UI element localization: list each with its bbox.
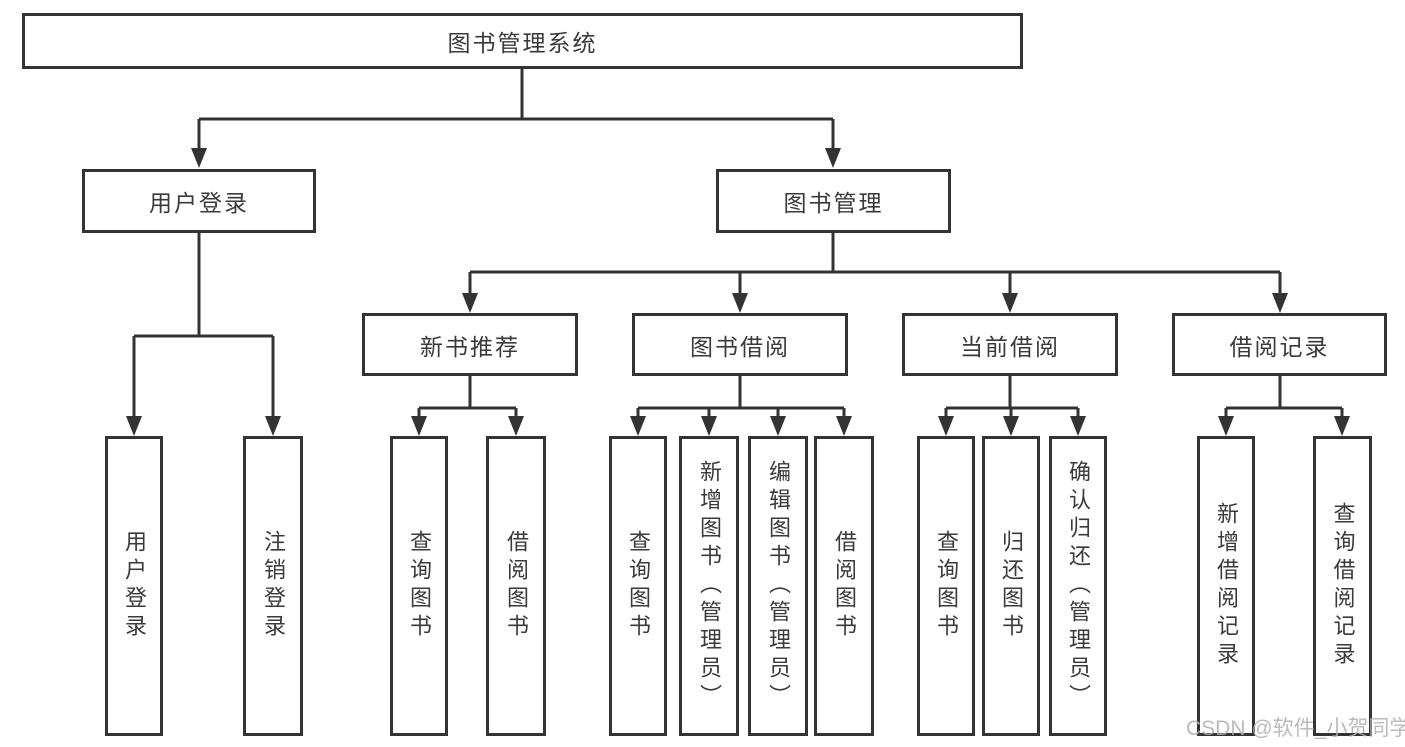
- leaf-add-books-admin: 新增图书（管理员）: [679, 436, 739, 736]
- node-label: 图书借阅: [690, 333, 790, 360]
- node-new-book-recommend: 新书推荐: [362, 313, 578, 376]
- node-label: 归还图书: [999, 530, 1024, 642]
- node-label: 借阅图书: [504, 530, 529, 642]
- node-label: 当前借阅: [960, 333, 1060, 360]
- csdn-watermark: CSDN @软件_小贺同学: [1186, 717, 1405, 740]
- leaf-borrow-books-recommend: 借阅图书: [486, 436, 546, 736]
- leaf-logout: 注销登录: [243, 436, 303, 736]
- node-label: 确认归还（管理员）: [1066, 460, 1091, 712]
- node-label: 图书管理: [783, 190, 884, 216]
- node-book-management: 图书管理: [716, 169, 951, 233]
- node-user-login: 用户登录: [82, 169, 316, 233]
- leaf-query-books-recommend: 查询图书: [390, 436, 448, 736]
- node-book-borrow: 图书借阅: [632, 313, 848, 376]
- leaf-query-borrow-record: 查询借阅记录: [1313, 436, 1372, 736]
- node-label: 借阅记录: [1229, 333, 1330, 360]
- leaf-return-books: 归还图书: [982, 436, 1040, 736]
- node-label: 注销登录: [261, 530, 286, 642]
- leaf-add-borrow-record: 新增借阅记录: [1197, 436, 1255, 736]
- leaf-confirm-return-admin: 确认归还（管理员）: [1049, 436, 1107, 736]
- node-label: 用户登录: [149, 190, 249, 216]
- node-label: 查询图书: [407, 530, 432, 642]
- node-label: 查询借阅记录: [1330, 502, 1356, 670]
- node-label: 新书推荐: [420, 333, 520, 360]
- node-current-borrow: 当前借阅: [902, 313, 1118, 376]
- node-label: 用户登录: [122, 530, 147, 642]
- leaf-query-books-current: 查询图书: [917, 436, 975, 736]
- node-borrow-records: 借阅记录: [1172, 313, 1387, 376]
- node-label: 查询图书: [626, 530, 651, 642]
- node-label: 查询图书: [934, 530, 959, 642]
- node-label: 编辑图书（管理员）: [766, 460, 791, 712]
- leaf-user-login: 用户登录: [105, 436, 163, 736]
- node-label: 图书管理系统: [447, 30, 598, 56]
- node-label: 借阅图书: [832, 530, 857, 642]
- leaf-query-books-borrow: 查询图书: [609, 436, 667, 736]
- node-label: 新增借阅记录: [1214, 502, 1239, 670]
- node-label: 新增图书（管理员）: [697, 460, 722, 712]
- node-root-library-system: 图书管理系统: [22, 13, 1023, 69]
- leaf-edit-books-admin: 编辑图书（管理员）: [748, 436, 808, 736]
- leaf-borrow-books: 借阅图书: [814, 436, 874, 736]
